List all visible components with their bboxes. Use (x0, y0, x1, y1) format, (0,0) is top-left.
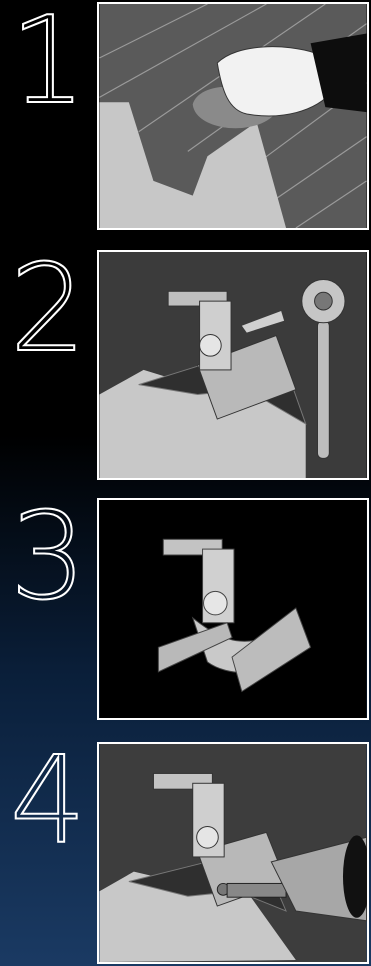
bracket-and-wrench-icon (99, 252, 367, 478)
step-2-illustration (97, 250, 369, 480)
step-number: 1 (9, 0, 87, 131)
step-number: 3 (9, 488, 87, 627)
step-1: 1 (0, 0, 371, 235)
step-4: 4 (0, 740, 371, 966)
bracket-with-clamp-icon (99, 500, 367, 718)
step-2: 2 (0, 248, 371, 483)
step-3-illustration (97, 498, 369, 720)
step-3: 3 (0, 496, 371, 726)
step-1-illustration (97, 2, 369, 230)
step-number: 2 (9, 240, 87, 379)
step-number: 4 (9, 732, 87, 871)
bracket-with-drill-icon (99, 744, 367, 962)
cleaning-cloth-hand-icon (99, 4, 367, 228)
step-4-illustration (97, 742, 369, 964)
